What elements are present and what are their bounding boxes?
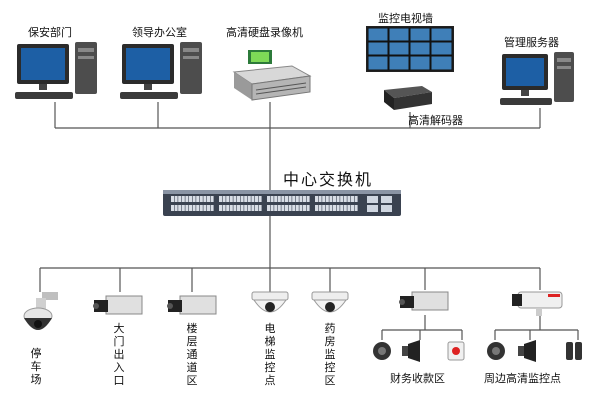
- perimeter-accessories: [484, 338, 588, 364]
- server-label: 管理服务器: [504, 36, 559, 49]
- office-label: 领导办公室: [132, 26, 187, 39]
- finance-label: 财务收款区: [390, 372, 445, 385]
- parking-label: 停车场: [30, 347, 42, 386]
- box-camera-icon: [167, 295, 217, 315]
- elevator-camera-node: [250, 290, 290, 320]
- pharmacy-camera-node: [310, 290, 350, 320]
- speaker-alarm-icon: [487, 340, 582, 362]
- gate-label: 大门出入口: [113, 322, 125, 387]
- parking-camera-node: [18, 292, 62, 338]
- decoder-box-icon: [384, 86, 432, 110]
- dome-camera-icon: [311, 291, 349, 313]
- server-node: [500, 50, 578, 108]
- perimeter-camera-node: [508, 288, 568, 318]
- security-computer-node: [15, 40, 100, 102]
- desktop-computer-icon: [15, 42, 97, 99]
- speed-dome-camera-icon: [23, 292, 58, 330]
- desktop-computer-icon: [500, 52, 574, 105]
- speaker-alarm-icon: [373, 340, 465, 362]
- videowall-label: 监控电视墙: [378, 12, 433, 25]
- box-camera-icon: [399, 291, 449, 311]
- pharmacy-label: 药房监控区: [324, 322, 336, 387]
- nvr-node: [232, 46, 312, 102]
- bullet-camera-icon: [512, 291, 563, 316]
- floor-label: 楼层通道区: [186, 322, 198, 387]
- videowall-node: [366, 26, 454, 72]
- video-wall-icon: [366, 26, 454, 72]
- finance-camera-node: [398, 290, 452, 316]
- switch-label: 中心交换机: [283, 170, 374, 189]
- nvr-label: 高清硬盘录像机: [226, 26, 303, 39]
- desktop-computer-icon: [120, 42, 202, 99]
- rack-recorder-icon: [232, 50, 312, 101]
- perimeter-label: 周边高清监控点: [484, 372, 561, 385]
- box-camera-icon: [93, 295, 143, 315]
- decoder-label: 高清解码器: [408, 114, 463, 127]
- core-switch-node: [163, 188, 401, 218]
- decoder-node: [378, 82, 434, 112]
- dome-camera-icon: [251, 291, 289, 313]
- network-switch-icon: [163, 190, 401, 216]
- office-computer-node: [120, 40, 205, 102]
- gate-camera-node: [92, 292, 146, 322]
- floor-camera-node: [166, 292, 220, 322]
- elevator-label: 电梯监控点: [264, 322, 276, 387]
- security-label: 保安部门: [28, 26, 72, 39]
- finance-accessories: [370, 338, 470, 364]
